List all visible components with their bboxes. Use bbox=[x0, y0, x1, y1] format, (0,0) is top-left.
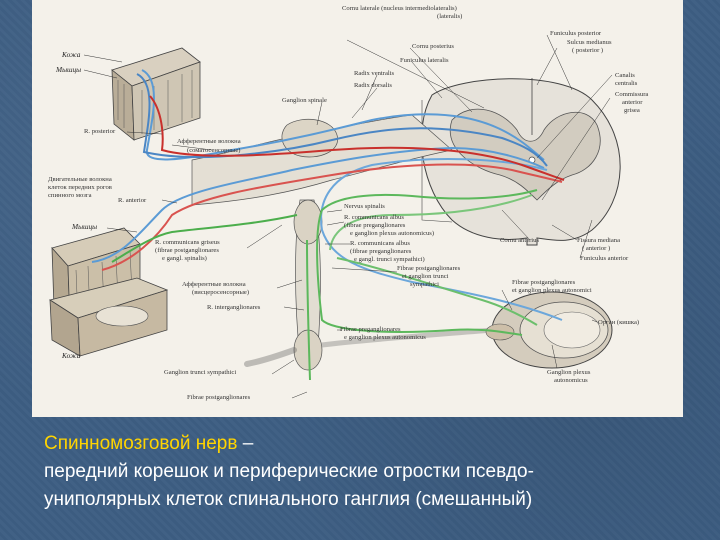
label-radix-ventralis: Radix ventralis bbox=[354, 70, 395, 77]
label-comm-albus: R. communicans albus bbox=[344, 214, 404, 221]
spinal-nerve-diagram: Кожа Мышцы R. posterior Афферентные воло… bbox=[32, 0, 683, 417]
label-radix-dorsalis: Radix dorsalis bbox=[354, 82, 392, 89]
skin-block-bottom bbox=[49, 277, 169, 357]
label-sulcus-medianus: Sulcus medianus bbox=[567, 39, 612, 46]
label-comm-griseus2: (fibrae postganglionares bbox=[155, 247, 219, 254]
label-ganglion-spinale: Ganglion spinale bbox=[282, 97, 327, 104]
label-fibrae-postgang-mid: Fibrae postganglionares bbox=[397, 265, 461, 272]
label-fibrae-pregang2: e ganglion plexus autonomicus bbox=[344, 334, 426, 341]
label-funiculus-posterior: Funiculus posterior bbox=[550, 30, 602, 37]
label-fibrae-postgang-bottom: Fibrae postganglionares bbox=[187, 394, 251, 401]
label-ganglion-plexus2: autonomicus bbox=[554, 377, 588, 384]
label-sulcus-medianus2: ( posterior ) bbox=[572, 47, 603, 54]
organ-gut bbox=[485, 291, 613, 369]
label-comm-albus2: (fibrae preganglionares bbox=[344, 222, 406, 229]
label-centralis: centralis bbox=[615, 80, 638, 87]
caption-line-1: Спинномозговой нерв – bbox=[44, 430, 704, 458]
label-motor2: клеток передних рогов bbox=[48, 184, 112, 191]
label-funiculus-anterior: Funiculus anterior bbox=[580, 255, 629, 262]
nerve-fibers bbox=[91, 69, 565, 381]
label-organ: Орган (кишка) bbox=[598, 319, 639, 326]
label-r-anterior: R. anterior bbox=[118, 197, 147, 204]
caption-line-3: униполярных клеток спинального ганглия (… bbox=[44, 489, 533, 510]
label-myshtsy-mid: Мышцы bbox=[71, 222, 97, 231]
label-fissura-mediana: Fissura mediana bbox=[577, 237, 620, 244]
caption-line-2: передний корешок и периферические отрост… bbox=[44, 461, 534, 482]
label-cornu-anterius: Cornu anterius bbox=[500, 237, 539, 244]
label-ganglion-plexus: Ganglion plexus bbox=[547, 369, 591, 376]
caption-dash: – bbox=[237, 433, 254, 454]
label-afferent1: Афферентные волокна bbox=[177, 138, 241, 145]
label-cornu-posterius: Cornu posterius bbox=[412, 43, 454, 50]
label-fibrae-postgang-right2: et ganglion plexus autonomici bbox=[512, 287, 592, 294]
label-motor3: спинного мозга bbox=[48, 192, 92, 199]
caption-title: Спинномозговой нерв bbox=[44, 433, 238, 454]
label-ganglion-trunci: Ganglion trunci sympathici bbox=[164, 369, 236, 376]
label-motor1: Двигательные волокна bbox=[48, 176, 112, 183]
label-fibrae-pregang: Fibrae preganglionares bbox=[340, 326, 401, 333]
label-commissura2: anterior bbox=[622, 99, 643, 106]
label-afferent1b: (соматосенсорные) bbox=[187, 147, 241, 154]
label-comm-albus-b3: e gangl. trunci sympathici) bbox=[354, 256, 425, 263]
label-canalis: Canalis bbox=[615, 72, 635, 79]
label-r-interganglionares: R. interganglionares bbox=[207, 304, 261, 311]
label-afferent2: Афферентные волокна bbox=[182, 281, 246, 288]
label-cornu-laterale: Cornu laterale (nucleus intermediolatera… bbox=[342, 5, 457, 12]
label-koza-top: Кожа bbox=[61, 50, 81, 59]
label-fibrae-postgang-mid2: et ganglion trunci bbox=[402, 273, 449, 280]
label-cornu-laterale2: (lateralis) bbox=[437, 13, 462, 20]
label-fibrae-postgang-right: Fibrae postganglionares bbox=[512, 279, 576, 286]
label-myshtsy-top: Мышцы bbox=[55, 65, 81, 74]
label-commissura: Commissura bbox=[615, 91, 648, 98]
label-comm-albus3: e ganglion plexus autonomicus) bbox=[350, 230, 434, 237]
label-koza-bottom: Кожа bbox=[61, 351, 81, 360]
label-nervus-spinalis: Nervus spinalis bbox=[344, 203, 385, 210]
label-r-posterior: R. posterior bbox=[84, 128, 116, 135]
label-comm-griseus3: e gangl. spinalis) bbox=[162, 255, 207, 262]
slide-caption: Спинномозговой нерв – передний корешок и… bbox=[44, 430, 704, 514]
label-commissura3: grisea bbox=[624, 107, 640, 114]
label-comm-albus-b2: (fibrae preganglionares bbox=[350, 248, 412, 255]
label-funiculus-lateralis: Funiculus lateralis bbox=[400, 57, 449, 64]
diagram-labels: Кожа Мышцы R. posterior Афферентные воло… bbox=[48, 5, 648, 401]
spinal-cord bbox=[421, 78, 621, 246]
label-comm-griseus: R. communicans griseus bbox=[155, 239, 220, 246]
label-afferent2b: (висцеросенсорные) bbox=[192, 289, 249, 296]
diagram-svg: Кожа Мышцы R. posterior Афферентные воло… bbox=[48, 5, 648, 401]
leader-lines bbox=[83, 34, 613, 399]
skin-block-top bbox=[111, 47, 201, 141]
label-comm-albus-b: R. communicans albus bbox=[350, 240, 410, 247]
label-fissura-mediana2: ( anterior ) bbox=[582, 245, 610, 252]
label-fibrae-postgang-mid3: sympathici bbox=[410, 281, 439, 288]
